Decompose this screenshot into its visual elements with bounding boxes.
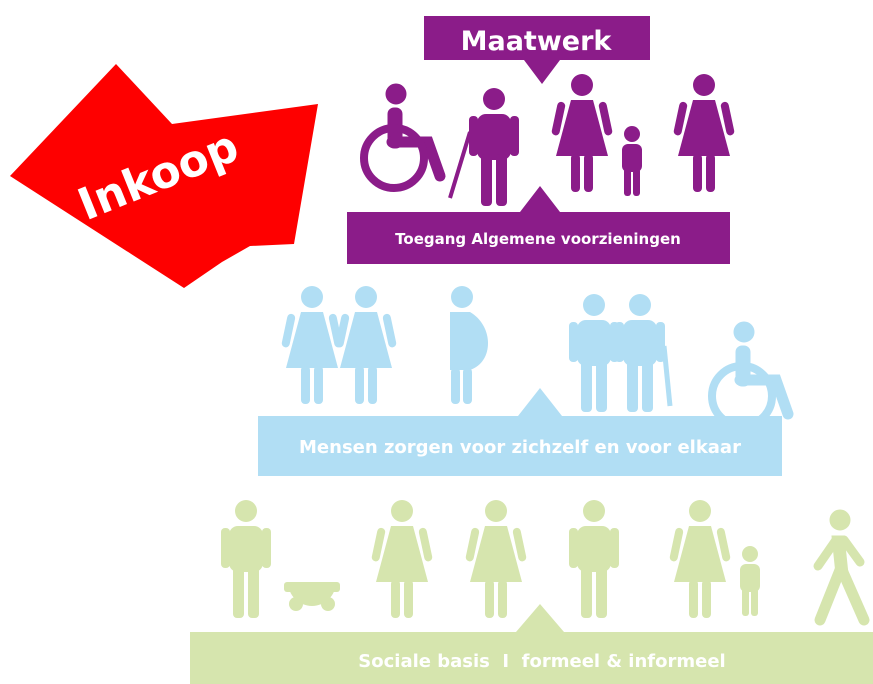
woman-icon	[371, 500, 433, 618]
man-icon	[221, 500, 271, 618]
elderly-man-icon	[615, 294, 673, 412]
woman-icon	[551, 74, 613, 192]
woman-icon	[465, 500, 527, 618]
wheelchair-user-icon	[364, 84, 440, 188]
child-icon	[740, 546, 760, 616]
inkoop-arrow: Inkoop	[10, 64, 318, 288]
blind-person-cane-icon	[448, 88, 519, 206]
sociale-basis-bar	[190, 604, 873, 684]
toegang-bar	[347, 186, 730, 264]
maatwerk-title: Maatwerk	[461, 26, 613, 57]
walking-person-icon	[818, 510, 864, 620]
sociale-basis-bar-label: Sociale basis I formeel & informeel	[358, 651, 725, 672]
woman-icon	[281, 286, 343, 404]
middle-tier: Mensen zorgen voor zichzelf en voor elka…	[258, 286, 788, 476]
bottom-tier: Sociale basis I formeel & informeel	[190, 500, 873, 684]
toegang-bar-label: Toegang Algemene voorzieningen	[395, 230, 681, 248]
pregnant-woman-icon	[450, 286, 488, 404]
woman-icon	[673, 74, 735, 192]
woman-icon	[669, 500, 731, 618]
mensen-bar	[258, 388, 782, 476]
pram-icon	[284, 582, 340, 611]
mensen-bar-label: Mensen zorgen voor zichzelf en voor elka…	[299, 437, 741, 458]
wheelchair-user-icon	[712, 322, 788, 426]
woman-icon	[335, 286, 397, 404]
arrow-shape	[10, 64, 318, 288]
top-tier: Maatwerk Toegang Algemene voorzieningen	[347, 16, 735, 264]
maatwerk-title-box	[424, 16, 650, 84]
child-icon	[622, 126, 642, 196]
man-icon	[569, 294, 619, 412]
man-icon	[569, 500, 619, 618]
